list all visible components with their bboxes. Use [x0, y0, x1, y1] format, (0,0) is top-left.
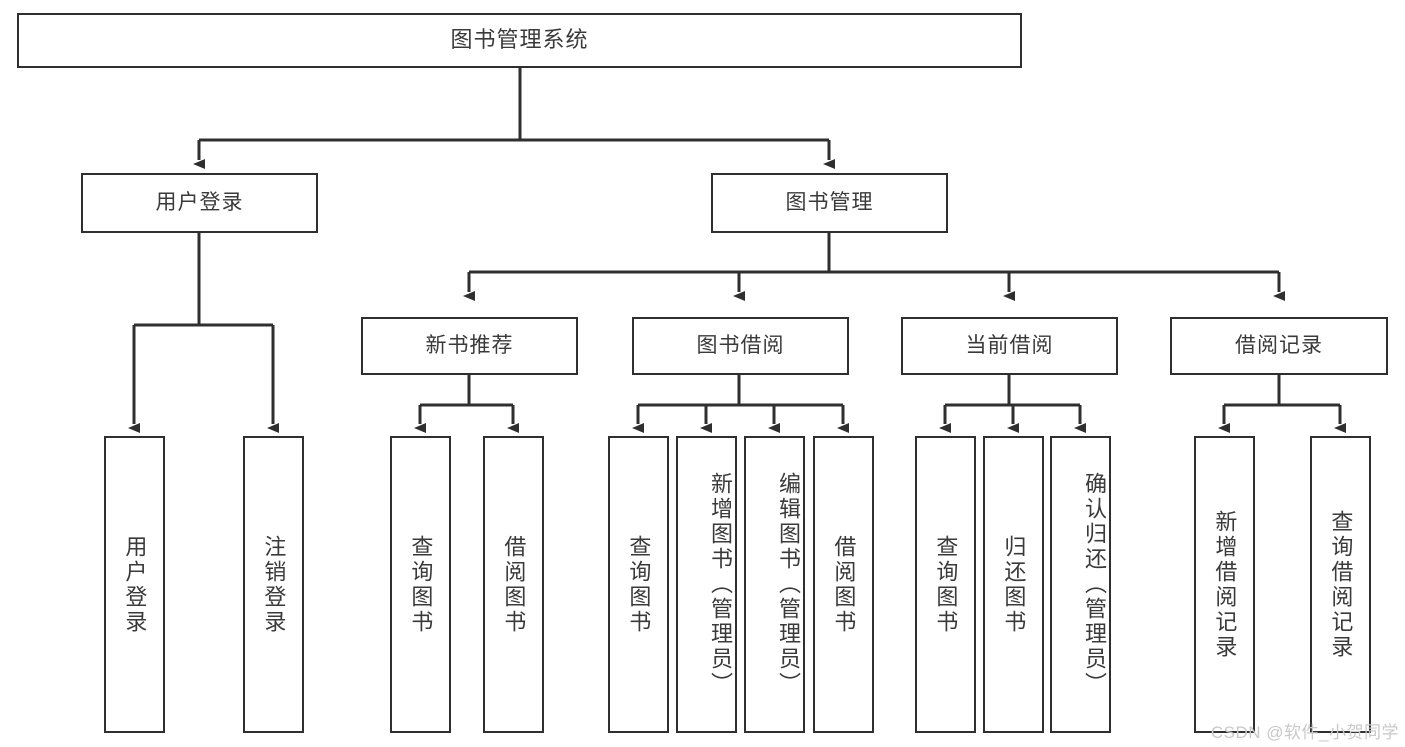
leaf-user-login-login[interactable]: 用户登录 [104, 436, 165, 733]
csdn-watermark: CSDN @软件_小贺同学 [1210, 723, 1399, 742]
node-current-borrow-label: 当前借阅 [965, 334, 1054, 358]
leaf-book-borrow-edit-label: 编辑图书（管理员） [776, 472, 801, 697]
leaf-current-borrow-return[interactable]: 归还图书 [983, 436, 1044, 733]
node-new-book-recommendation-label: 新书推荐 [425, 334, 514, 358]
leaf-new-book-query[interactable]: 查询图书 [390, 436, 451, 733]
leaf-book-borrow-add-label: 新增图书（管理员） [708, 472, 733, 697]
leaf-book-borrow-borrow[interactable]: 借阅图书 [813, 436, 874, 733]
leaf-book-borrow-query-label: 查询图书 [626, 534, 652, 635]
leaf-book-borrow-add[interactable]: 新增图书（管理员） [676, 436, 737, 733]
leaf-user-login-logout[interactable]: 注销登录 [243, 436, 304, 733]
leaf-book-borrow-query[interactable]: 查询图书 [608, 436, 669, 733]
leaf-borrow-record-query[interactable]: 查询借阅记录 [1310, 436, 1371, 733]
node-root-system[interactable]: 图书管理系统 [17, 13, 1022, 68]
leaf-borrow-record-query-label: 查询借阅记录 [1328, 509, 1354, 660]
leaf-current-borrow-confirm[interactable]: 确认归还（管理员） [1050, 436, 1111, 733]
leaf-current-borrow-query[interactable]: 查询图书 [915, 436, 976, 733]
leaf-new-book-borrow-label: 借阅图书 [501, 534, 527, 635]
node-root-system-label: 图书管理系统 [450, 27, 589, 53]
leaf-user-login-logout-label: 注销登录 [261, 534, 287, 635]
leaf-current-borrow-query-label: 查询图书 [933, 534, 959, 635]
node-user-login-label: 用户登录 [155, 191, 244, 215]
node-book-borrow-label: 图书借阅 [696, 334, 785, 358]
leaf-new-book-borrow[interactable]: 借阅图书 [483, 436, 544, 733]
leaf-borrow-record-add-label: 新增借阅记录 [1212, 509, 1238, 660]
node-book-borrow[interactable]: 图书借阅 [632, 317, 849, 375]
node-book-manage-label: 图书管理 [785, 191, 874, 215]
node-borrow-record[interactable]: 借阅记录 [1170, 317, 1388, 375]
leaf-book-borrow-edit[interactable]: 编辑图书（管理员） [744, 436, 805, 733]
leaf-user-login-login-label: 用户登录 [122, 534, 148, 635]
node-current-borrow[interactable]: 当前借阅 [901, 317, 1118, 375]
node-user-login[interactable]: 用户登录 [81, 173, 318, 233]
leaf-current-borrow-return-label: 归还图书 [1001, 534, 1027, 635]
leaf-current-borrow-confirm-label: 确认归还（管理员） [1082, 472, 1107, 697]
leaf-new-book-query-label: 查询图书 [408, 534, 434, 635]
leaf-book-borrow-borrow-label: 借阅图书 [831, 534, 857, 635]
node-new-book-recommendation[interactable]: 新书推荐 [361, 317, 578, 375]
node-borrow-record-label: 借阅记录 [1235, 334, 1323, 358]
node-book-manage[interactable]: 图书管理 [711, 173, 948, 233]
leaf-borrow-record-add[interactable]: 新增借阅记录 [1194, 436, 1255, 733]
